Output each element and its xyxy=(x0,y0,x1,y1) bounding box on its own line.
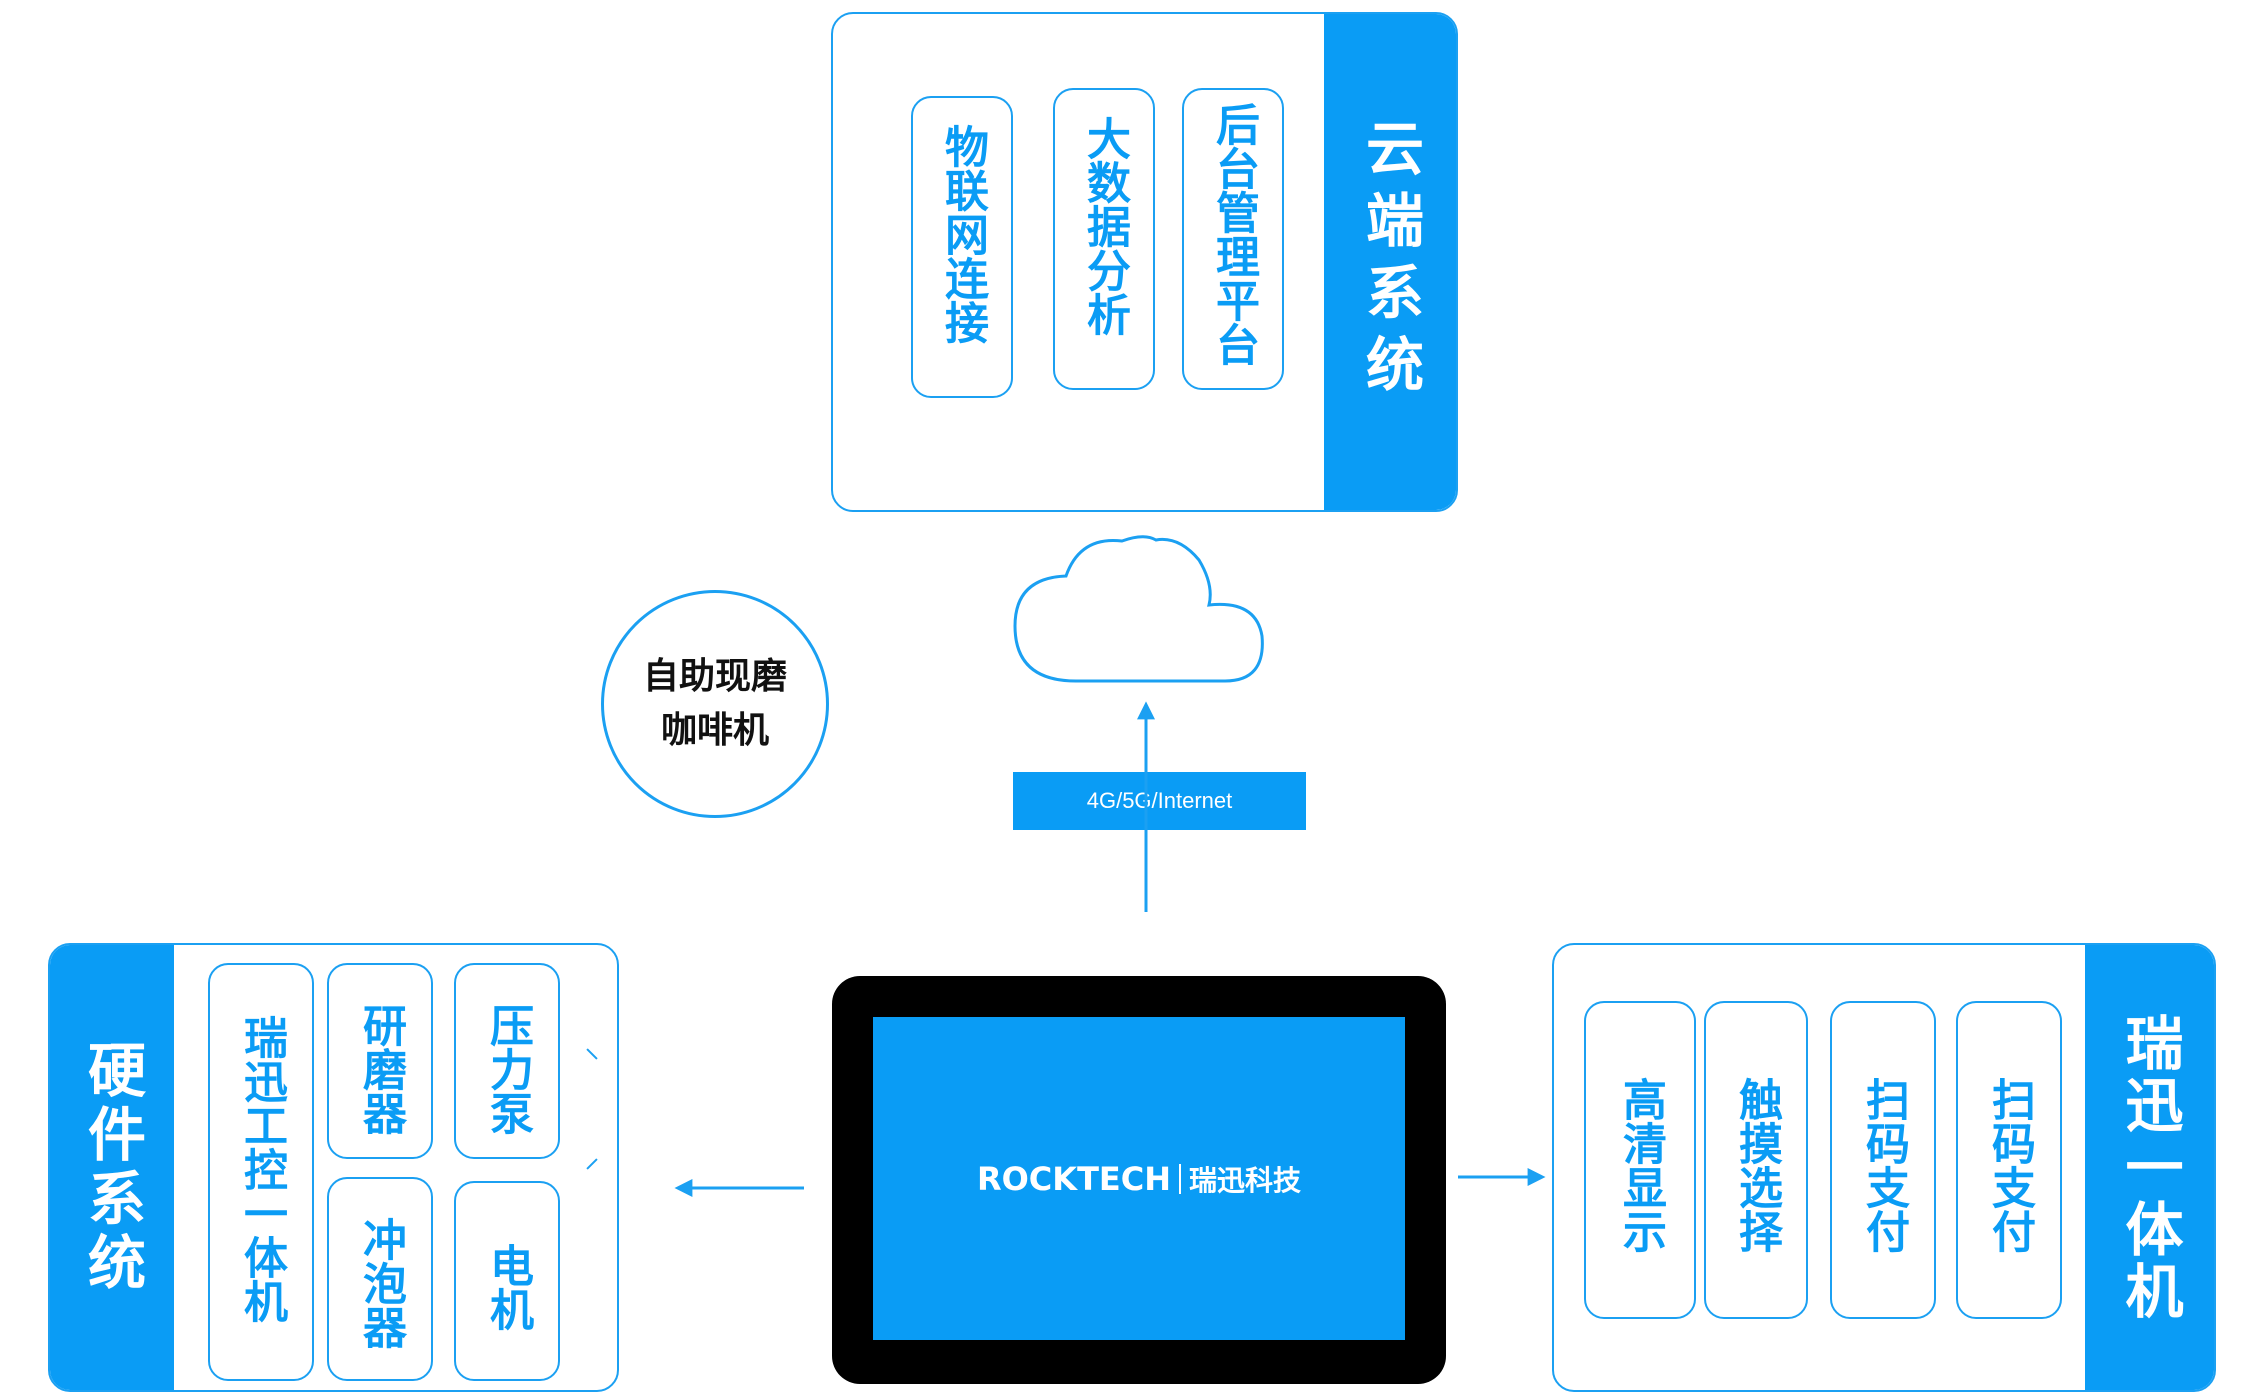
brand-name-cn: 瑞迅科技 xyxy=(1189,1163,1302,1197)
coffee-machine-circle: 自助现磨 咖啡机 xyxy=(601,590,829,818)
rocktech-item-touch-select: 触摸选择 xyxy=(1704,1001,1808,1319)
hardware-tick-top xyxy=(586,1048,598,1060)
rocktech-panel: 高清显示 触摸选择 扫码支付 扫码支付 瑞迅一体机 xyxy=(1552,943,2216,1392)
rocktech-item-scan-pay-2-label: 扫码支付 xyxy=(1984,1077,2035,1253)
hardware-tick-bottom xyxy=(586,1158,598,1170)
hardware-item-ipc: 瑞迅工控一体机 xyxy=(208,963,314,1381)
rocktech-item-hd-display-label: 高清显示 xyxy=(1615,1077,1666,1253)
cloud-system-panel: 物联网连接 大数据分析 后台管理平台 云端系统 xyxy=(831,12,1458,512)
hardware-system-panel: 硬件系统 瑞迅工控一体机 研磨器 压力泵 冲泡器 电机 xyxy=(48,943,619,1392)
network-label: 4G/5G/Internet xyxy=(1013,772,1306,830)
cloud-item-bigdata-label: 大数据分析 xyxy=(1079,116,1130,336)
rocktech-title-bar: 瑞迅一体机 xyxy=(2085,945,2214,1390)
cloud-item-bigdata: 大数据分析 xyxy=(1053,88,1155,390)
hardware-system-title: 硬件系统 xyxy=(78,1039,146,1296)
rocktech-item-touch-select-label: 触摸选择 xyxy=(1731,1077,1782,1253)
device-screen: ROCKTECH 瑞迅科技 xyxy=(873,1017,1405,1340)
cloud-system-title: 云端系统 xyxy=(1356,118,1424,406)
coffee-machine-line1: 自助现磨 xyxy=(642,656,787,697)
hardware-item-motor: 电机 xyxy=(454,1181,560,1381)
hardware-item-pump-label: 压力泵 xyxy=(482,1003,533,1135)
cloud-item-backend: 后台管理平台 xyxy=(1182,88,1284,390)
rocktech-item-scan-pay-1-label: 扫码支付 xyxy=(1858,1077,1909,1253)
cloud-item-backend-label: 后台管理平台 xyxy=(1208,102,1259,366)
rocktech-title: 瑞迅一体机 xyxy=(2115,1012,2184,1323)
brand-name-en: ROCKTECH xyxy=(976,1159,1172,1198)
hardware-system-title-bar: 硬件系统 xyxy=(50,945,174,1390)
cloud-item-iot: 物联网连接 xyxy=(911,96,1013,398)
cloud-system-title-bar: 云端系统 xyxy=(1324,14,1456,510)
hardware-item-motor-label: 电机 xyxy=(482,1243,533,1331)
cloud-icon xyxy=(1013,535,1264,683)
network-label-text: 4G/5G/Internet xyxy=(1086,788,1233,813)
cloud-item-iot-label: 物联网连接 xyxy=(937,124,988,344)
hardware-item-brewer-label: 冲泡器 xyxy=(355,1217,406,1349)
rocktech-item-scan-pay-2: 扫码支付 xyxy=(1956,1001,2062,1319)
coffee-machine-line2: 咖啡机 xyxy=(660,710,769,751)
hardware-item-brewer: 冲泡器 xyxy=(327,1177,433,1381)
hardware-item-pump: 压力泵 xyxy=(454,963,560,1159)
rocktech-item-hd-display: 高清显示 xyxy=(1584,1001,1696,1319)
rocktech-logo: ROCKTECH 瑞迅科技 xyxy=(977,1159,1301,1199)
hardware-item-grinder-label: 研磨器 xyxy=(355,1003,406,1135)
hardware-item-grinder: 研磨器 xyxy=(327,963,433,1159)
hardware-item-ipc-label: 瑞迅工控一体机 xyxy=(236,1015,287,1323)
rocktech-item-scan-pay-1: 扫码支付 xyxy=(1830,1001,1936,1319)
brand-separator xyxy=(1179,1163,1182,1194)
